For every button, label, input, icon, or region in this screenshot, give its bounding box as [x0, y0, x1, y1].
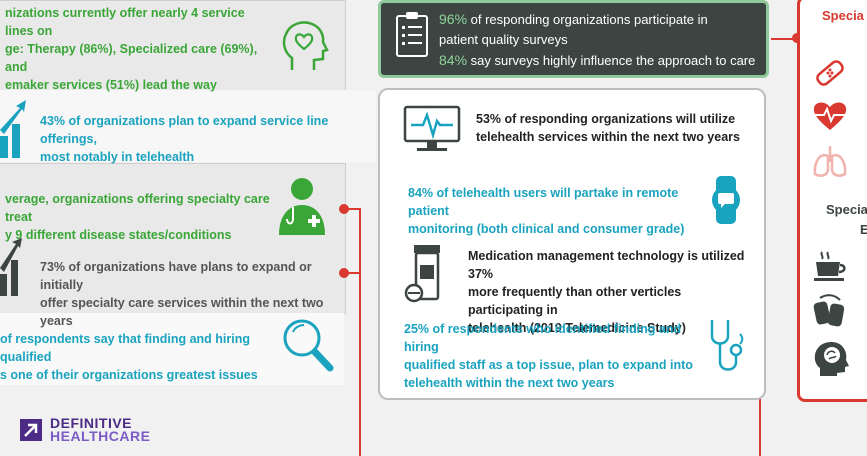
stat-specialty-expand-text: 73% of organizations have plans to expan…: [40, 260, 324, 328]
brand-name: DEFINITIVE HEALTHCARE: [50, 415, 151, 444]
monitor-heartbeat-icon: [403, 105, 461, 153]
head-heart-icon: [278, 18, 330, 74]
doctor-icon: [275, 175, 329, 237]
growth-arrow-icon: [0, 100, 26, 158]
survey-panel: 96% of responding organizations particip…: [378, 0, 769, 78]
stat-hiring-text: of respondents say that finding and hiri…: [0, 332, 258, 382]
stat-telehealth-utilize: 53% of responding organizations will uti…: [476, 112, 740, 144]
survey-pct-influence: 84%: [439, 52, 468, 68]
dog-tags-icon: [812, 294, 848, 330]
survey-text: 96% of responding organizations particip…: [439, 11, 756, 68]
medication-bottle-icon: [404, 243, 452, 303]
connector-branch-upper: [344, 208, 360, 210]
connector-vertical-line: [359, 208, 361, 456]
stat-specialty-conditions-text: verage, organizations offering specialty…: [5, 192, 270, 242]
brand-logo: DEFINITIVE HEALTHCARE: [20, 415, 151, 444]
specialty-heading-3: E: [860, 222, 867, 237]
bar-growth-icon: [0, 238, 22, 296]
connector-right-top: [771, 38, 797, 40]
brand-mark-icon: [20, 419, 42, 441]
connector-bottom-line: [759, 398, 761, 456]
clipboard-icon: [395, 11, 429, 57]
connector-dot-lower: [339, 268, 349, 278]
smartwatch-icon: [708, 176, 744, 224]
connector-branch-lower: [344, 272, 360, 274]
stat-medication-management: Medication management technology is util…: [468, 249, 745, 335]
lungs-icon: [812, 144, 848, 180]
specialty-panel: [797, 0, 867, 402]
survey-pct-participate: 96%: [439, 11, 468, 27]
head-brain-icon: [812, 340, 850, 378]
connector-dot-upper: [339, 204, 349, 214]
stethoscope-icon: [706, 318, 746, 376]
stat-panel-hiring: [0, 313, 344, 385]
stat-panel-specialty: [0, 163, 346, 314]
stat-hiring-telehealth: 25% of respondents who identified findin…: [404, 322, 693, 390]
coffee-cup-icon: [812, 250, 848, 282]
bandage-icon: [812, 55, 848, 91]
heart-pulse-icon: [812, 100, 848, 132]
specialty-heading-1: Specia: [822, 8, 864, 23]
stat-panel-service-lines: [0, 0, 346, 91]
stat-remote-monitoring: 84% of telehealth users will partake in …: [408, 186, 685, 236]
stat-service-lines-text: nizations currently offer nearly 4 servi…: [5, 6, 258, 92]
stat-panel-expand-lines: [0, 90, 376, 162]
specialty-heading-2: Specia: [826, 202, 867, 217]
magnifier-icon: [282, 316, 336, 374]
stat-expand-lines-text: 43% of organizations plan to expand serv…: [40, 114, 329, 164]
